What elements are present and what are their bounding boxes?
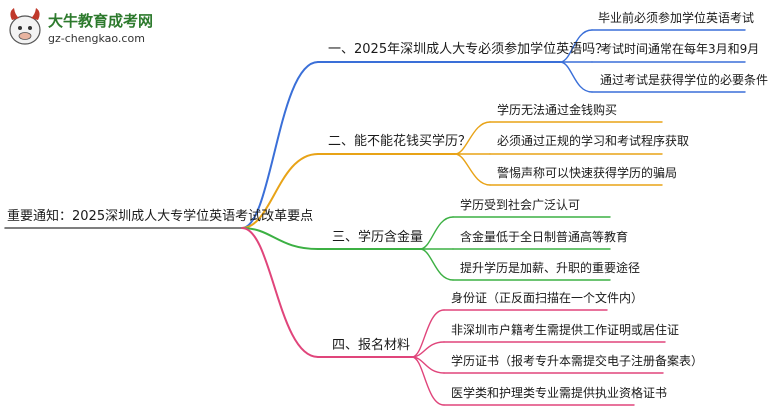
edge-branch-4-leaf-2 <box>411 341 445 358</box>
edge-branch-3-leaf-3 <box>419 248 454 281</box>
edge-branch-1-leaf-1 <box>559 29 593 63</box>
root-topic: 重要通知：2025深圳成人大专学位英语考试改革要点 <box>7 209 314 224</box>
mind-map-edges <box>4 29 746 406</box>
site-name: 大牛教育成考网 <box>48 12 154 30</box>
leaf-4-1: 身份证（正反面扫描在一个文件内） <box>451 291 644 305</box>
leaf-3-1: 学历受到社会广泛认可 <box>460 198 581 212</box>
edge-root-branch-4 <box>241 227 319 358</box>
edge-branch-4-leaf-1 <box>411 309 445 358</box>
branch-3-label: 三、学历含金量 <box>332 230 424 245</box>
leaf-2-2: 必须通过正规的学习和考试程序获取 <box>497 134 690 148</box>
leaf-1-2: 考试时间通常在每年3月和9月 <box>600 42 760 56</box>
leaf-2-1: 学历无法通过金钱购买 <box>497 103 618 117</box>
edge-branch-1-leaf-3 <box>559 61 593 93</box>
branch-1-label: 一、2025年深圳成人大专必须参加学位英语吗？ <box>328 42 609 57</box>
edge-root-branch-2 <box>241 153 319 229</box>
leaf-4-4: 医学类和护理类专业需提供执业资格证书 <box>451 386 668 400</box>
branch-2-label: 二、能不能花钱买学历？ <box>328 134 472 149</box>
site-logo: 大牛教育成考网 gz-chengkao.com <box>4 4 174 52</box>
edge-root-branch-1 <box>241 61 319 229</box>
leaf-4-2: 非深圳市户籍考生需提供工作证明或居住证 <box>451 323 680 337</box>
leaf-3-3: 提升学历是加薪、升职的重要途径 <box>460 261 641 275</box>
leaf-1-3: 通过考试是获得学位的必要条件 <box>600 73 768 87</box>
edge-root-branch-3 <box>241 227 319 250</box>
leaf-2-3: 警惕声称可以快速获得学历的骗局 <box>497 166 678 180</box>
ox-mascot-icon <box>9 8 41 45</box>
leaf-1-1: 毕业前必须参加学位英语考试 <box>598 11 755 25</box>
edge-branch-2-leaf-1 <box>454 121 491 155</box>
edge-branch-3-leaf-1 <box>419 216 454 250</box>
edge-branch-4-leaf-4 <box>411 356 445 406</box>
leaf-4-3: 学历证书（报考专升本需提交电子注册备案表） <box>451 354 704 368</box>
site-url: gz-chengkao.com <box>48 32 145 45</box>
branch-4-label: 四、报名材料 <box>332 338 411 353</box>
leaf-3-2: 含金量低于全日制普通高等教育 <box>460 230 629 244</box>
edge-branch-2-leaf-3 <box>454 153 491 186</box>
mind-map: 大牛教育成考网 gz-chengkao.com 重要通知：2025深圳成人大专学… <box>4 4 768 406</box>
